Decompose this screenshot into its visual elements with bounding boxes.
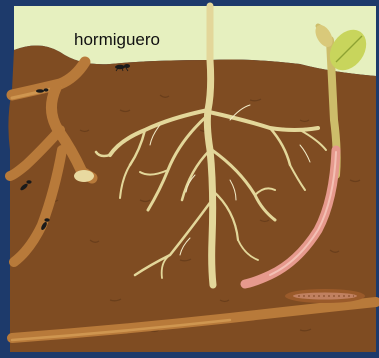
nest-chamber	[74, 170, 94, 182]
worm-icon	[285, 289, 365, 303]
anthill-label: hormiguero	[74, 31, 160, 48]
